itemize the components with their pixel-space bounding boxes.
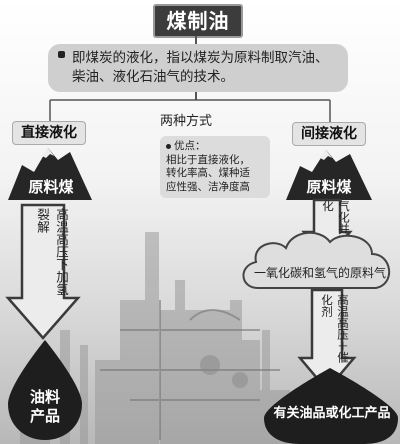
advantages-line: 转化率高、煤种适 (166, 167, 250, 179)
oil-drop-left (8, 340, 82, 440)
direct-process-text: 高温高压下加氢裂解 (35, 208, 69, 296)
bullet-icon (166, 143, 171, 149)
top-connectors (49, 36, 331, 122)
oil-product-label: 油料 产品 (8, 388, 82, 426)
syngas-label: 一氧化碳和氢气的原料气 (253, 266, 386, 280)
coal-pile-left (8, 148, 92, 200)
oil-product-line-1: 油料 (29, 388, 60, 406)
oil-product-line-2: 产品 (29, 407, 60, 425)
raw-coal-label-right: 原料煤 (306, 178, 352, 196)
advantages-title: 优点： (174, 140, 206, 152)
syngas-cloud (242, 231, 391, 289)
definition-line-1: 即煤炭的液化，指以煤炭为原料制取汽油、 (72, 50, 329, 66)
advantages-box: 优点： 相比于直接液化， 转化率高、煤种适 应性强、洁净度高 (160, 136, 270, 198)
definition-line-2: 柴油、液化石油气的技术。 (72, 69, 234, 85)
final-product-label: 有关油品或化工产品 (273, 406, 391, 421)
coal-pile-right (286, 150, 372, 200)
direct-process-arrow (5, 203, 81, 340)
coal-mountains (8, 148, 372, 200)
advantages-line: 应性强、洁净度高 (166, 180, 250, 193)
catalysis-text: 高温高压＋催化剂 (320, 294, 350, 363)
raw-coal-label-left: 原料煤 (28, 178, 74, 196)
page-title: 煤制油 (153, 4, 243, 38)
advantages-line: 相比于直接液化， (166, 153, 250, 166)
direct-liquefaction-heading: 直接液化 (12, 121, 86, 145)
definition-box: 即煤炭的液化，指以煤炭为原料制取汽油、 柴油、液化石油气的技术。 (48, 44, 348, 92)
methods-label: 两种方式 (160, 114, 213, 129)
gasification-text: 气化并净化 (321, 200, 351, 246)
indirect-liquefaction-heading: 间接液化 (292, 122, 366, 146)
bullet-icon (58, 51, 65, 58)
